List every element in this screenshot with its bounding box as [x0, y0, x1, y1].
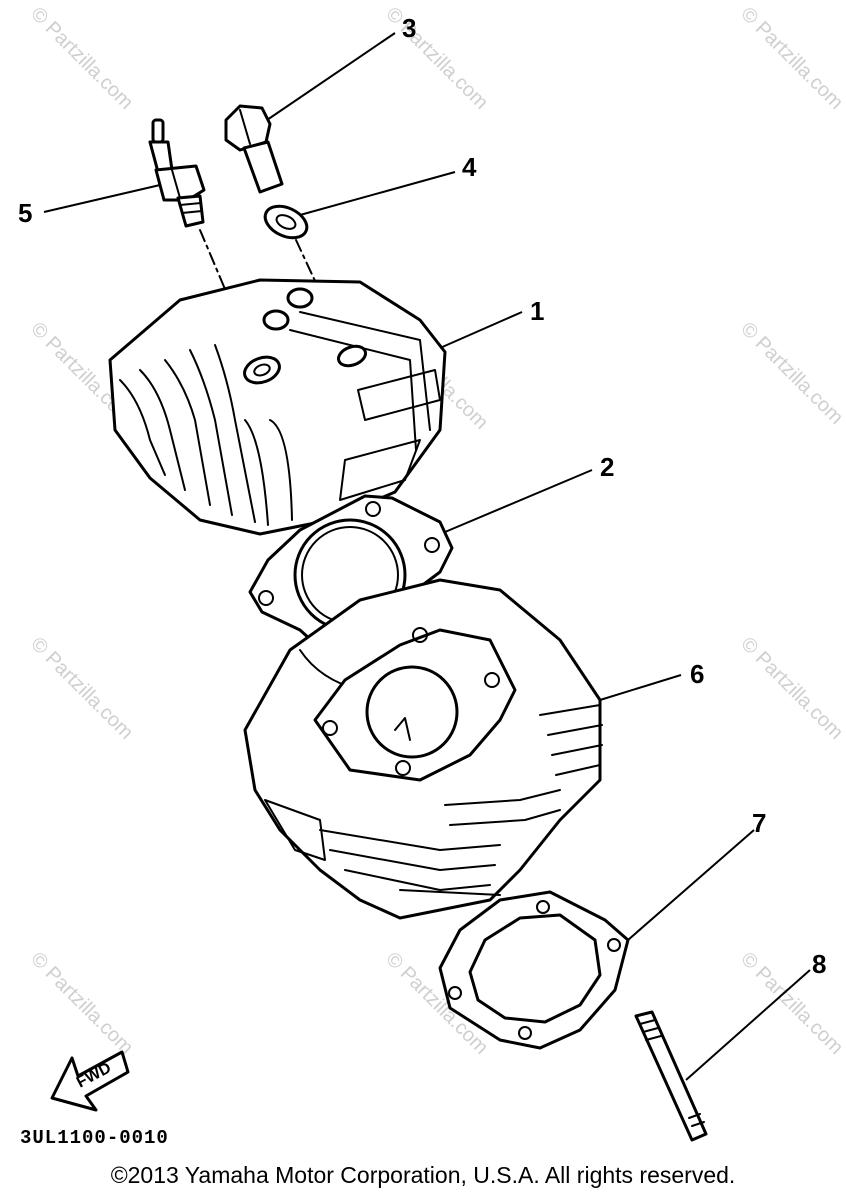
watermark: © Partzilla.com [26, 3, 137, 114]
watermark: © Partzilla.com [736, 318, 846, 429]
watermark: © Partzilla.com [736, 3, 846, 114]
spark-plug [148, 118, 206, 228]
callout-3: 3 [402, 13, 416, 43]
watermark: © Partzilla.com [381, 3, 492, 114]
watermark: © Partzilla.com [736, 633, 846, 744]
base-gasket [438, 890, 630, 1050]
callout-1: 1 [530, 296, 544, 326]
washer [263, 204, 309, 240]
cylinder [243, 578, 603, 920]
callout-7: 7 [752, 808, 766, 838]
watermark: © Partzilla.com [26, 948, 137, 1059]
bolt [224, 104, 284, 194]
copyright-notice: ©2013 Yamaha Motor Corporation, U.S.A. A… [110, 1162, 736, 1188]
watermark: © Partzilla.com [736, 948, 846, 1059]
callout-numbers: 3 4 5 1 2 6 7 8 [18, 13, 826, 979]
callout-6: 6 [690, 659, 704, 689]
leader-lines [43, 32, 811, 1081]
fwd-arrow: FWD [50, 1050, 130, 1112]
stud-bolt [634, 1010, 708, 1142]
callout-8: 8 [812, 949, 826, 979]
cylinder-head [108, 278, 447, 536]
callout-5: 5 [18, 198, 32, 228]
callout-2: 2 [600, 452, 614, 482]
callout-4: 4 [462, 152, 477, 182]
part-code: 3UL1100-0010 [20, 1127, 169, 1149]
watermark: © Partzilla.com [26, 633, 137, 744]
